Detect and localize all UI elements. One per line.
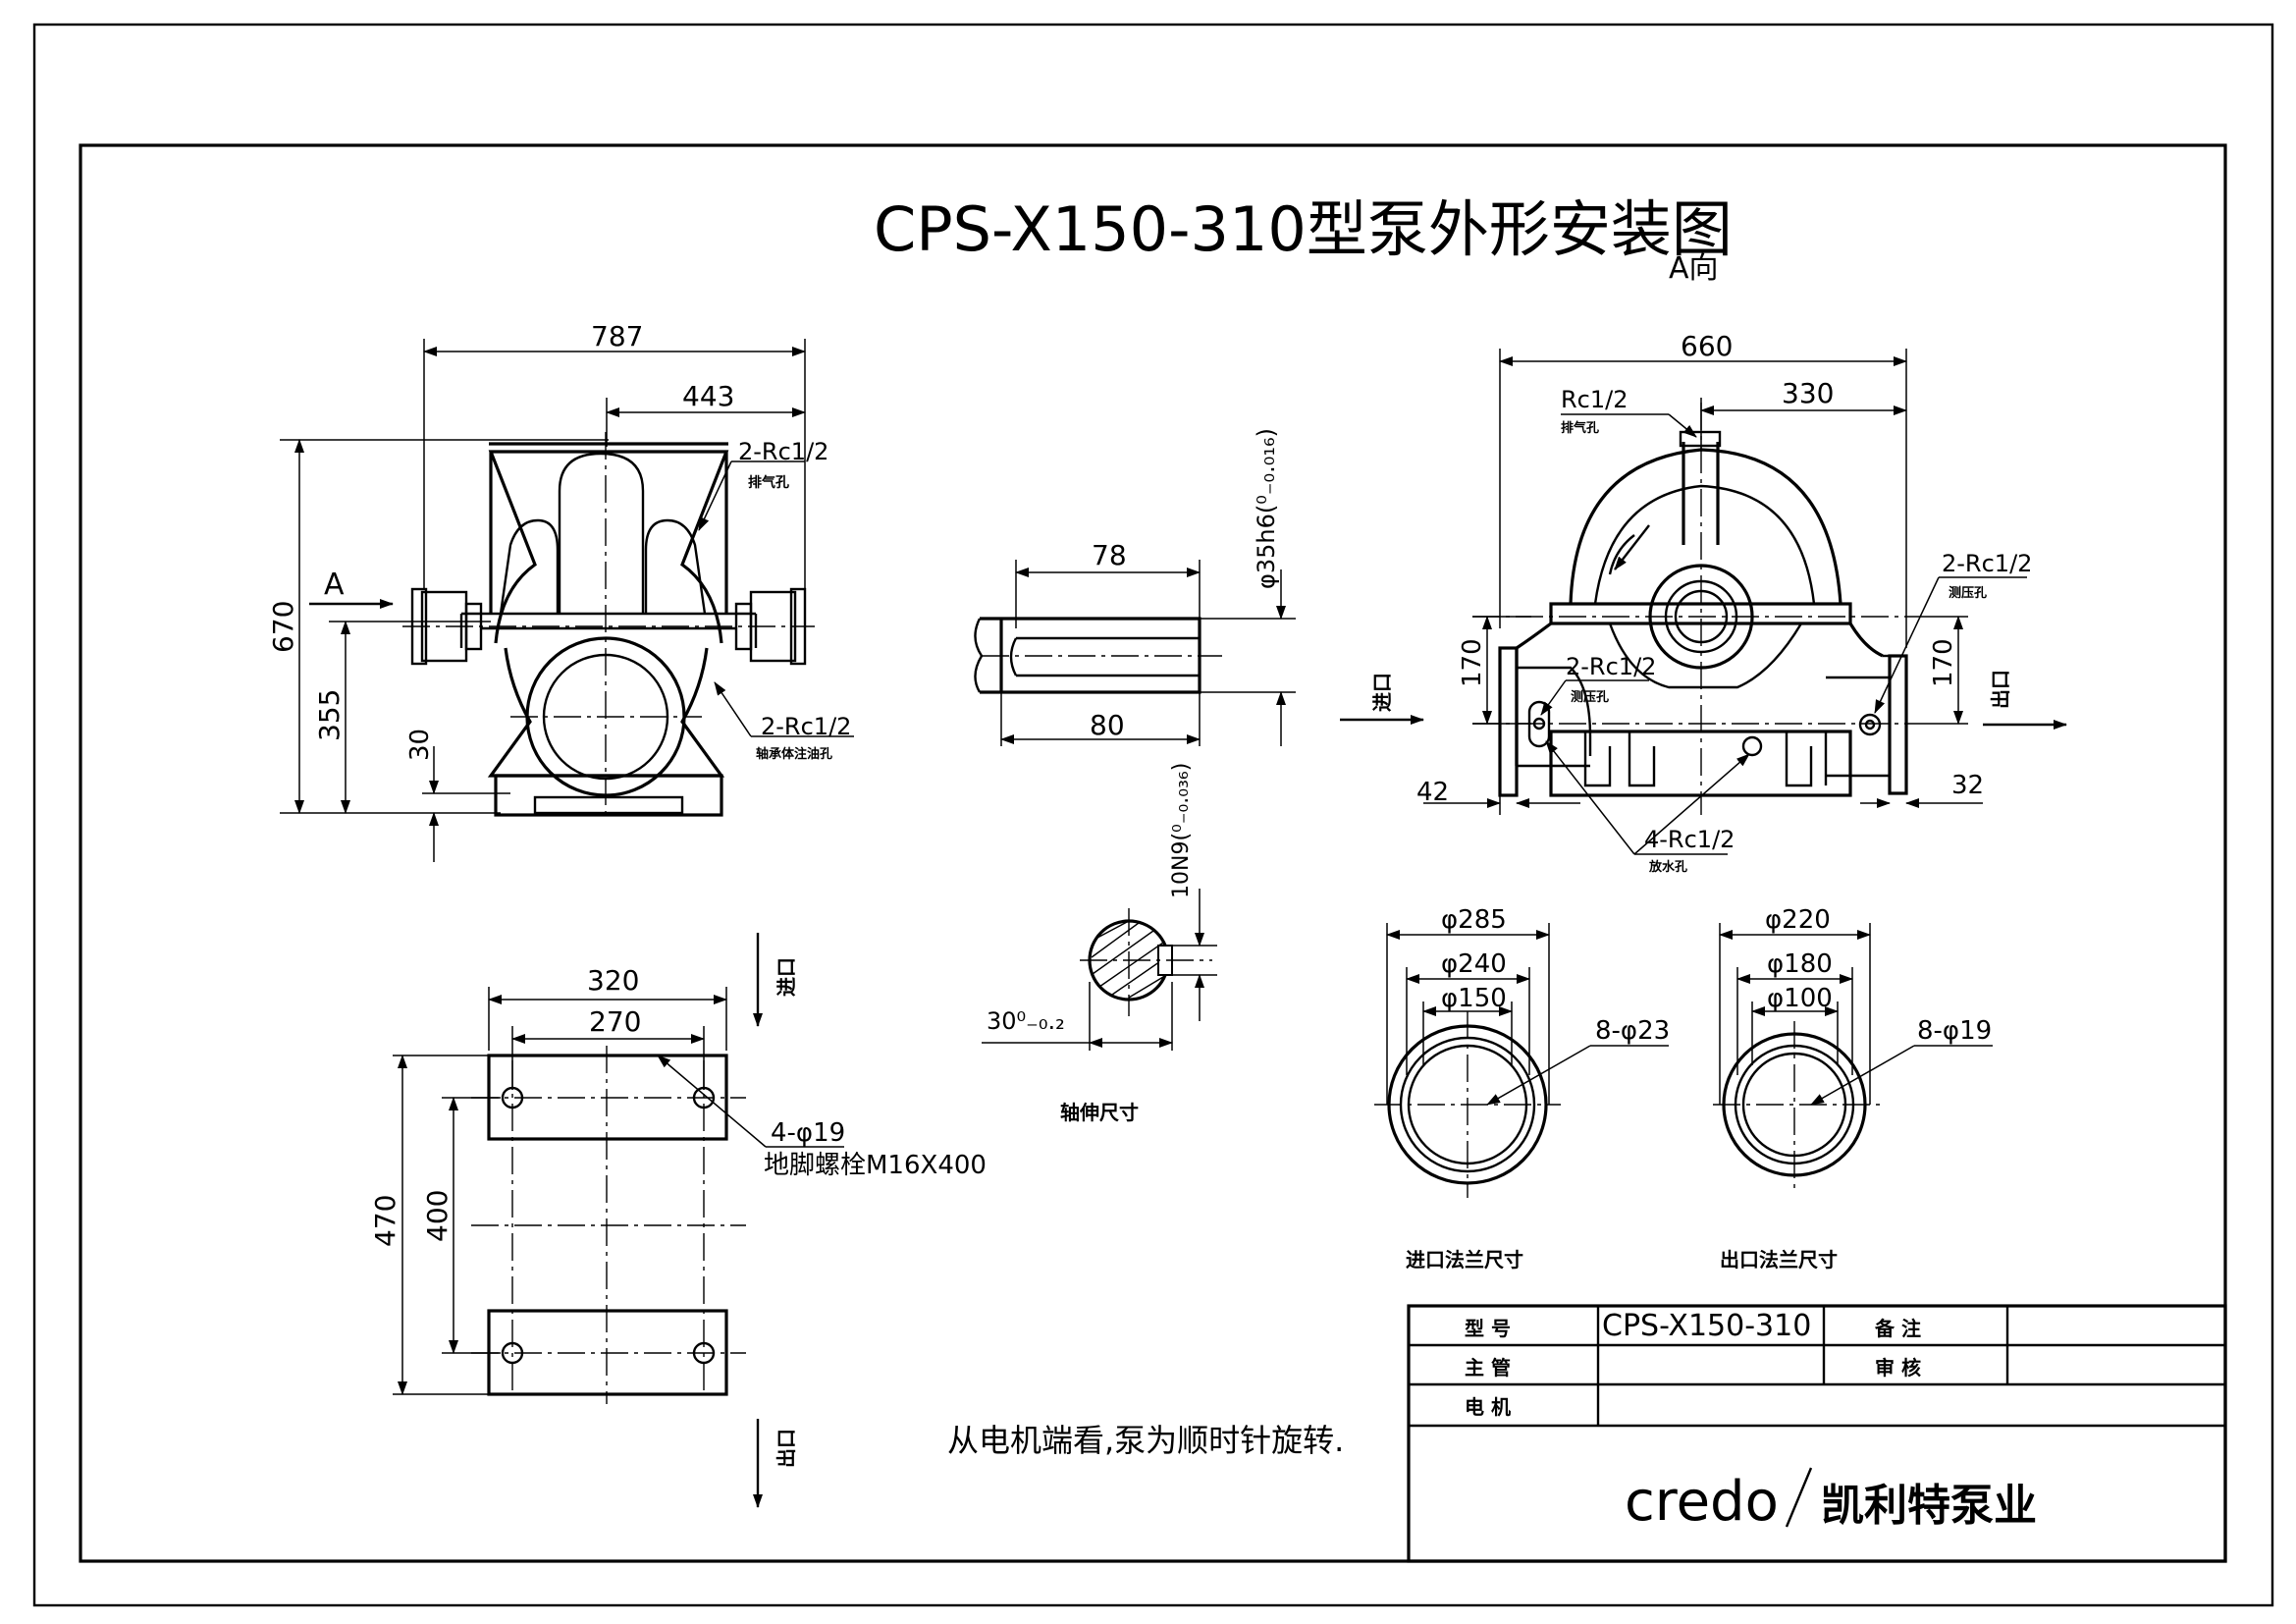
front-port-top-note: 排气孔 xyxy=(748,474,789,491)
side-port-right: 2-Rc1/2 xyxy=(1942,550,2032,577)
outlet-d-bore: φ100 xyxy=(1767,984,1833,1013)
outer-frame xyxy=(32,23,2274,1607)
inner-frame xyxy=(79,143,2227,1563)
shaft-dim-key-w: 10N9(⁰₋₀.₀₃₆) xyxy=(1169,763,1194,898)
base-dim-w-inner: 270 xyxy=(589,1005,641,1038)
side-dim-right-h: 170 xyxy=(1929,638,1958,687)
tb-brand: credo xyxy=(1625,1470,1779,1534)
inlet-flange: φ285 φ240 φ150 8-φ23 进口法兰尺寸 xyxy=(1374,905,1670,1272)
front-dim-height: 670 xyxy=(267,601,299,653)
tb-designer-label: 主 管 xyxy=(1465,1356,1511,1380)
base-dim-w-outer: 320 xyxy=(587,964,639,997)
front-dim-base: 30 xyxy=(405,729,435,761)
side-port-right-note: 测压孔 xyxy=(1949,585,1987,601)
outlet-d-bolt: φ180 xyxy=(1767,949,1833,979)
base-holes: 4-φ19 xyxy=(771,1118,845,1148)
side-inlet-label: 进口 xyxy=(1370,673,1394,712)
outlet-caption: 出口法兰尺寸 xyxy=(1720,1248,1838,1272)
side-dim-right-off: 32 xyxy=(1951,771,1984,800)
inlet-d-bore: φ150 xyxy=(1441,984,1507,1013)
side-port-top-note: 排气孔 xyxy=(1561,420,1599,436)
shaft-dim-key-len: 78 xyxy=(1092,539,1127,571)
shaft-view: 78 80 φ35h6(⁰₋₀.₀₁₆) xyxy=(974,428,1296,1124)
side-dim-half: 330 xyxy=(1782,377,1834,409)
side-dim-left-off: 42 xyxy=(1416,778,1449,807)
front-port-top: 2-Rc1/2 xyxy=(738,438,828,465)
base-outlet-label: 出口 xyxy=(774,1429,798,1468)
outlet-flange: φ220 φ180 φ100 8-φ19 出口法兰尺寸 xyxy=(1713,905,1993,1272)
view-label: A向 xyxy=(1669,251,1719,286)
side-port-mid: 2-Rc1/2 xyxy=(1566,653,1656,680)
side-port-bottom-note: 放水孔 xyxy=(1648,859,1687,875)
tb-model-label: 型 号 xyxy=(1465,1317,1511,1340)
inlet-d-outer: φ285 xyxy=(1441,905,1507,935)
inlet-holes: 8-φ23 xyxy=(1595,1016,1670,1046)
drawing-title: CPS-X150-310型泵外形安装图 xyxy=(874,193,1733,265)
title-block: 型 号 CPS-X150-310 备 注 主 管 审 核 电 机 credo 凯… xyxy=(1407,1304,2227,1563)
outlet-d-outer: φ220 xyxy=(1765,905,1831,935)
inlet-caption: 进口法兰尺寸 xyxy=(1406,1248,1523,1272)
side-port-mid-note: 测压孔 xyxy=(1571,689,1609,705)
side-port-bottom: 4-Rc1/2 xyxy=(1644,826,1735,853)
side-port-top: Rc1/2 xyxy=(1561,386,1629,413)
shaft-dim-key-h: 30⁰₋₀.₂ xyxy=(987,1007,1065,1035)
side-dim-left-h: 170 xyxy=(1458,638,1487,687)
base-inlet-label: 进口 xyxy=(774,957,798,997)
tb-review-label: 审 核 xyxy=(1875,1356,1921,1380)
view-a-marker: A xyxy=(324,568,345,602)
tb-model-value: CPS-X150-310 xyxy=(1602,1309,1811,1343)
base-view: 320 270 470 400 4-φ19 地脚螺栓M16X400 进口 xyxy=(369,933,987,1508)
tb-company: 凯利特泵业 xyxy=(1821,1481,2037,1531)
tb-motor-label: 电 机 xyxy=(1465,1395,1511,1419)
shaft-caption: 轴伸尺寸 xyxy=(1060,1101,1139,1124)
outlet-holes: 8-φ19 xyxy=(1917,1016,1992,1046)
side-dim-width: 660 xyxy=(1681,330,1733,362)
front-port-side: 2-Rc1/2 xyxy=(761,713,851,740)
base-bolt: 地脚螺栓M16X400 xyxy=(764,1151,987,1180)
inlet-d-bolt: φ240 xyxy=(1441,949,1507,979)
shaft-dim-len: 80 xyxy=(1090,709,1125,741)
rotation-note: 从电机端看,泵为顺时针旋转. xyxy=(947,1422,1344,1459)
shaft-dim-dia: φ35h6(⁰₋₀.₀₁₆) xyxy=(1253,428,1280,589)
front-dim-half: 443 xyxy=(682,380,734,412)
side-view: 660 330 xyxy=(1340,330,2067,875)
tb-remark-label: 备 注 xyxy=(1874,1317,1921,1340)
base-dim-l-inner: 400 xyxy=(421,1190,454,1242)
base-dim-l-outer: 470 xyxy=(369,1195,401,1247)
front-view: 787 443 670 355 30 A xyxy=(267,320,854,862)
front-dim-width: 787 xyxy=(591,320,643,352)
front-dim-center: 355 xyxy=(313,689,346,741)
side-outlet-label: 出口 xyxy=(1989,670,2012,709)
front-port-side-note: 轴承体注油孔 xyxy=(756,746,832,762)
